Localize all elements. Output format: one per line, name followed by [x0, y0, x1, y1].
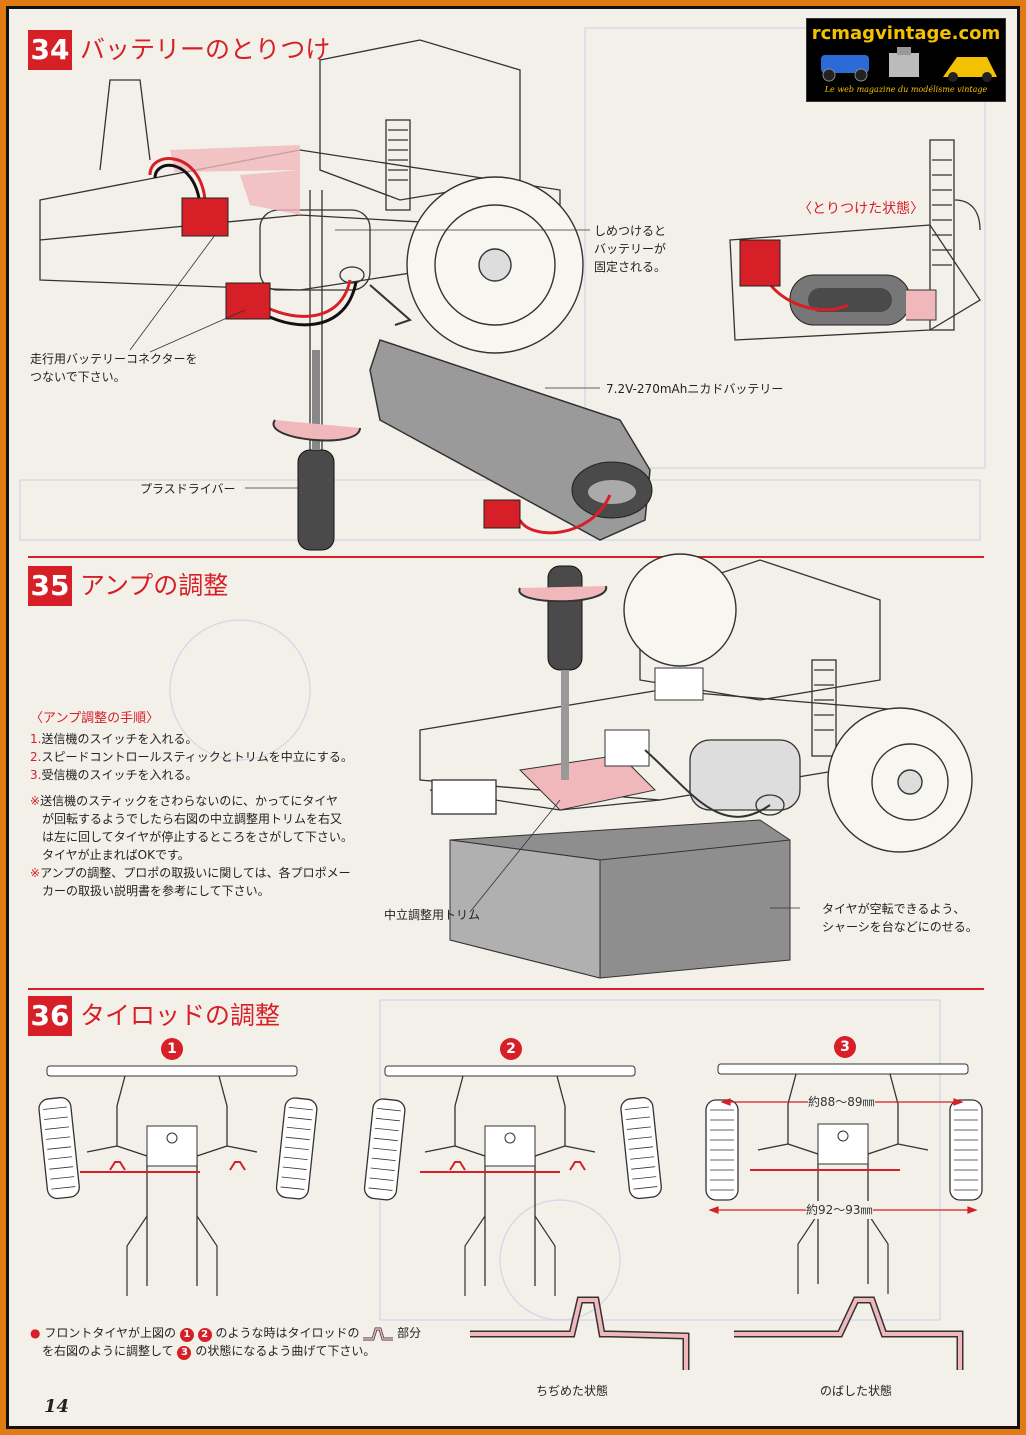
procedure-step-3: 3.受信機のスイッチを入れる。	[30, 768, 198, 782]
logo-cars-icon	[821, 47, 997, 82]
bullet-icon: ●	[30, 1326, 41, 1340]
trim-label: 中立調整用トリム	[384, 908, 481, 922]
procedure-step-2: 2.スピードコントロールスティックとトリムを中立にする。	[30, 750, 353, 764]
ref-1-marker: 1	[179, 1328, 194, 1342]
stand-label-line1: タイヤが空転できるよう、	[822, 902, 966, 916]
figure-3-marker: 3	[834, 1036, 856, 1058]
tie-rod-bend-extended	[734, 1296, 964, 1370]
figure-1-marker: 1	[161, 1038, 183, 1060]
connector-label-line1: 走行用バッテリーコネクターを	[30, 352, 198, 366]
rotation-arrow-icon	[272, 419, 361, 442]
logo-tagline: Le web magazine du modélisme vintage	[824, 85, 988, 94]
tighten-label-line3: 固定される。	[594, 260, 667, 274]
stand-label-line2: シャーシを台などにのせる。	[822, 920, 978, 934]
shortened-state-label: ちぢめた状態	[536, 1384, 609, 1398]
stand-box-icon	[449, 819, 791, 979]
ref-3-marker: 3	[177, 1346, 192, 1360]
step-35-number: 35	[28, 566, 72, 606]
procedure-note-1: ※送信機のスティックをさわらないのに、かってにタイヤ が回転するようでしたら右図…	[30, 794, 353, 862]
attached-state-label: 〈とりつけた状態〉	[798, 201, 925, 217]
tighten-label-line1: しめつけると	[594, 224, 667, 238]
step-divider-34-35	[28, 556, 984, 558]
step-36-title: タイロッドの調整	[80, 1001, 281, 1030]
step-36-number: 36	[28, 996, 72, 1036]
logo-site-name: rcmagvintage.com	[811, 23, 1001, 44]
tie-rod-bend-shortened	[470, 1296, 690, 1370]
tighten-label-line2: バッテリーが	[594, 242, 667, 256]
battery-label: 7.2V-270mAhニカドバッテリー	[606, 382, 784, 396]
step-34-number: 34	[28, 30, 72, 70]
screwdriver-label: プラスドライバー	[140, 482, 236, 496]
connector-label-line2: つないで下さい。	[30, 370, 126, 384]
dimension-bottom: 約92～93㎜	[806, 1201, 873, 1219]
amp-procedure: 〈アンプ調整の手順〉 1.送信機のスイッチを入れる。 2.スピードコントロールス…	[30, 710, 410, 900]
insert-arrow-icon	[369, 284, 412, 326]
procedure-note-2: ※アンプの調整、プロポの取扱いに関しては、各プロポメー カーの取扱い説明書を参考…	[30, 866, 351, 898]
step-divider-35-36	[28, 988, 984, 990]
tie-rod-note: ● フロントタイヤが上図の 1 2 のような時はタイロッドの 部分 を右図のよう…	[30, 1326, 422, 1360]
dimension-top: 約88～89㎜	[808, 1093, 875, 1111]
figure-2-marker: 2	[500, 1038, 522, 1060]
site-logo: rcmagvintage.com Le web magazine du modé…	[806, 18, 1006, 102]
step-34-title: バッテリーのとりつけ	[80, 35, 331, 64]
page-number: 14	[44, 1396, 70, 1417]
tie-rod-bend-icon	[363, 1327, 394, 1340]
trim-rotation-arrow-icon	[518, 585, 608, 603]
ref-2-marker: 2	[197, 1328, 212, 1342]
extended-state-label: のばした状態	[820, 1384, 893, 1398]
step-35-title: アンプの調整	[80, 571, 229, 600]
page-frame-inner	[6, 6, 1020, 1429]
procedure-step-1: 1.送信機のスイッチを入れる。	[30, 732, 198, 746]
battery-pack-icon	[369, 339, 653, 541]
procedure-heading: 〈アンプ調整の手順〉	[30, 711, 160, 726]
